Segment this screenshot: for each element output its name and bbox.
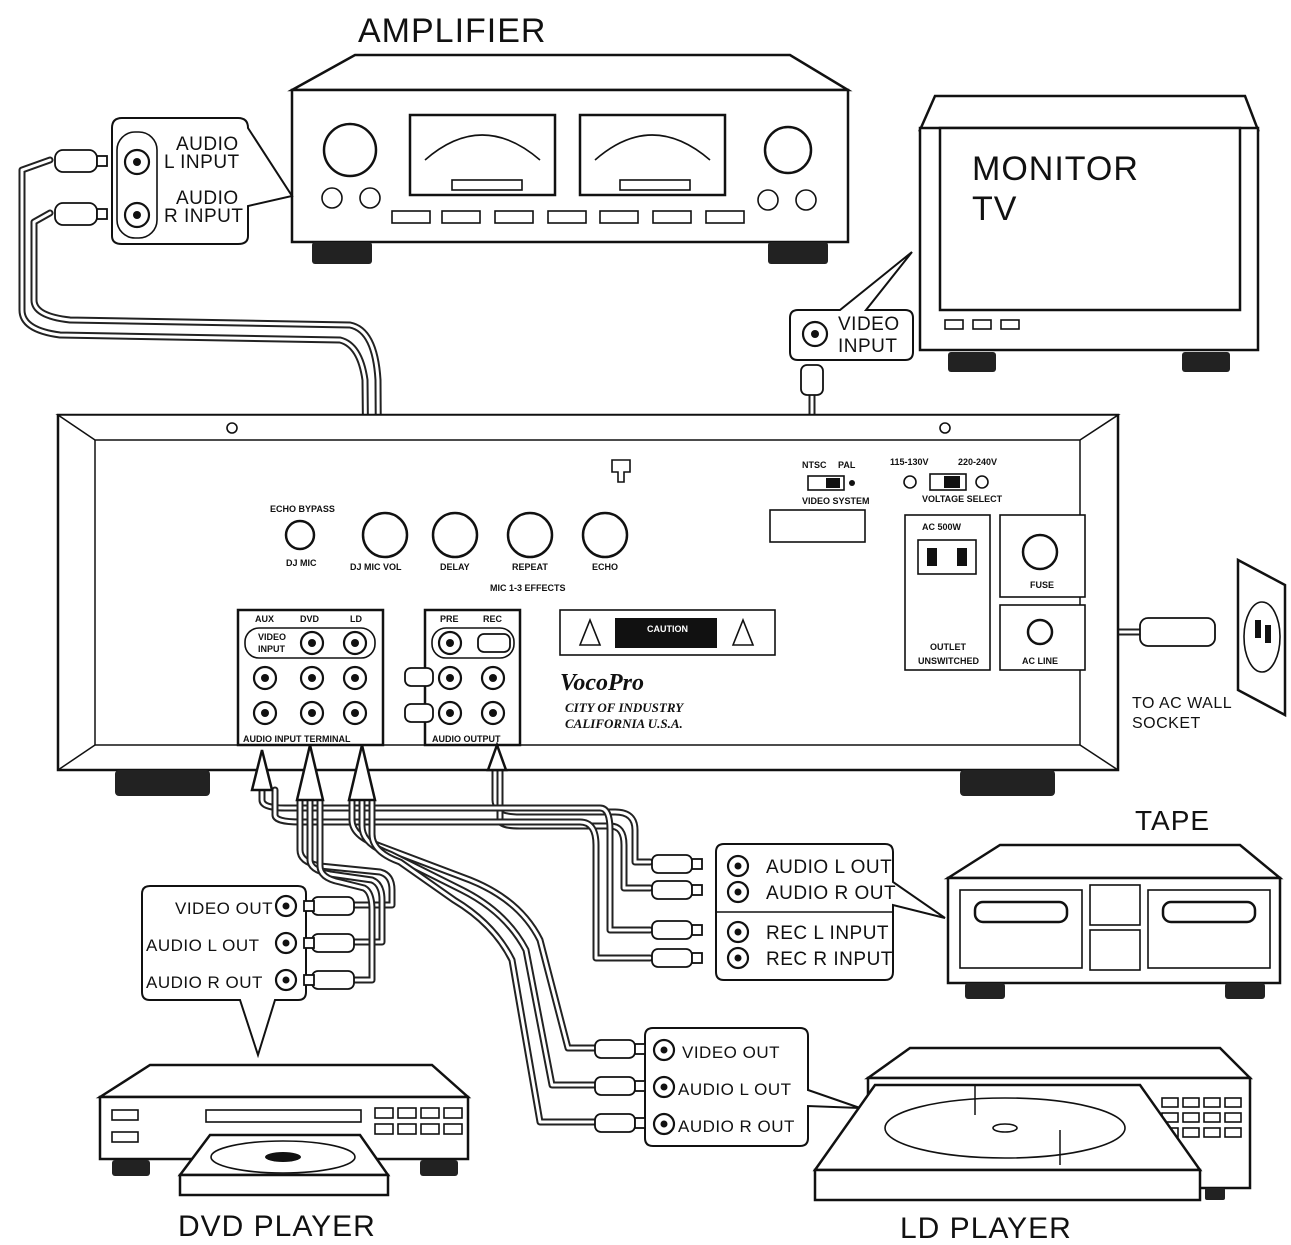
delay-knob [431, 511, 479, 559]
fuse-label: FUSE [1030, 580, 1054, 590]
video-system-switch: NTSC PAL VIDEO SYSTEM [769, 460, 870, 543]
input-col-aux: AUX [255, 614, 274, 624]
tape-audio-l-out: AUDIO L OUT [766, 857, 892, 878]
amp-audio-l-line2: L INPUT [164, 152, 240, 173]
video-input-label-2: INPUT [258, 644, 286, 654]
audio-output-label: AUDIO OUTPUT [432, 734, 501, 744]
voltage-right-label: 220-240V [958, 457, 997, 467]
ld-audio-l-out: AUDIO L OUT [678, 1080, 792, 1099]
monitor-device: MONITOR TV [918, 94, 1260, 372]
amplifier-callout: AUDIO L INPUT AUDIO R INPUT [54, 117, 294, 245]
echo-bypass-label: ECHO BYPASS [270, 504, 335, 514]
amplifier-buttons [391, 210, 745, 224]
ld-callout: VIDEO OUT AUDIO L OUT AUDIO R OUT [594, 1027, 861, 1147]
out-col-pre: PRE [440, 614, 459, 624]
ld-title: LD PLAYER [900, 1212, 1072, 1245]
cable-tape-3-in [260, 788, 652, 932]
amp-audio-l-line1: AUDIO [176, 134, 239, 155]
cable-dvd-right-in [318, 798, 374, 982]
tape-rec-l-input: REC L INPUT [766, 923, 889, 944]
tape-audio-r-out: AUDIO R OUT [766, 883, 896, 904]
caution-text: CAUTION [647, 624, 688, 634]
outlet-label-2: UNSWITCHED [918, 656, 979, 666]
echo-bypass-button [284, 519, 316, 551]
audio-input-terminal-label: AUDIO INPUT TERMINAL [243, 734, 351, 744]
amp-audio-r-line2: R INPUT [164, 206, 244, 227]
dvd-callout: VIDEO OUT AUDIO L OUT AUDIO R OUT [141, 885, 355, 1059]
video-input-label-1: VIDEO [258, 632, 286, 642]
delay-label: DELAY [440, 562, 470, 572]
cable-dvd-left-in [308, 798, 384, 944]
echo-label: ECHO [592, 562, 618, 572]
voltage-select-switch: 115-130V 220-240V VOLTAGE SELECT [890, 457, 1003, 504]
dvd-audio-r-out: AUDIO R OUT [146, 973, 263, 992]
ac-line-label: AC LINE [1022, 656, 1058, 666]
wall-socket-line2: SOCKET [1132, 715, 1201, 732]
voltage-left-label: 115-130V [890, 457, 929, 467]
outlet-label-1: OUTLET [930, 642, 966, 652]
tape-title: TAPE [1135, 805, 1210, 836]
echo-knob [581, 511, 629, 559]
input-col-dvd: DVD [300, 614, 320, 624]
dvd-audio-l-out: AUDIO L OUT [146, 936, 260, 955]
dj-mic-vol-knob [361, 511, 409, 559]
amplifier-title: AMPLIFIER [358, 12, 546, 50]
dvd-device: DVD PLAYER [95, 1063, 472, 1243]
dvd-title: DVD PLAYER [178, 1210, 376, 1243]
caution-label: CAUTION [559, 609, 776, 656]
ac-outlet-label: AC 500W [922, 522, 962, 532]
cable-ld-video-in [350, 798, 597, 1050]
tape-callout: AUDIO L OUT AUDIO R OUT REC L INPUT REC … [651, 843, 946, 981]
ac-section: AC 500W OUTLET UNSWITCHED FUSE AC LINE [904, 514, 1086, 671]
tape-device: TAPE [943, 805, 1284, 999]
monitor-callout: VIDEO INPUT [789, 251, 914, 396]
effects-label: MIC 1-3 EFFECTS [490, 583, 566, 593]
ld-audio-r-out: AUDIO R OUT [678, 1117, 795, 1136]
amp-audio-r-line1: AUDIO [176, 188, 239, 209]
tape-rec-r-input: REC R INPUT [766, 949, 893, 970]
control-knobs: ECHO BYPASS DJ MIC DJ MIC VOL DELAY REPE… [270, 504, 629, 593]
cable-ld-left-in [360, 798, 597, 1087]
monitor-title-2: TV [972, 190, 1017, 228]
video-system-label: VIDEO SYSTEM [802, 496, 870, 506]
tv-video-line1: VIDEO [838, 314, 900, 335]
cable-amp-left-in [20, 158, 407, 678]
input-arrows [250, 741, 508, 802]
main-unit: ECHO BYPASS DJ MIC DJ MIC VOL DELAY REPE… [55, 413, 1121, 796]
cable-dvd-video-in [298, 798, 394, 907]
ld-video-out: VIDEO OUT [682, 1043, 780, 1062]
wall-socket: TO AC WALL SOCKET [1132, 557, 1287, 732]
ld-device: LD PLAYER [812, 1046, 1254, 1245]
tv-video-line2: INPUT [838, 336, 898, 357]
cable-ld-left [358, 796, 599, 1089]
amplifier-device: AMPLIFIER [287, 12, 853, 264]
dvd-video-out: VIDEO OUT [175, 899, 273, 918]
audio-output-terminal: PRE REC AUDIO OUTPUT [404, 608, 522, 747]
cable-ld-right-in [370, 798, 597, 1124]
dj-mic-vol-label: DJ MIC VOL [350, 562, 402, 572]
city-line-2: CALIFORNIA U.S.A. [565, 716, 683, 731]
fuse-holder [1021, 533, 1059, 571]
input-col-ld: LD [350, 614, 362, 624]
repeat-knob [506, 511, 554, 559]
wall-socket-line1: TO AC WALL [1132, 695, 1232, 712]
repeat-label: REPEAT [512, 562, 548, 572]
dj-mic-label: DJ MIC [286, 558, 317, 568]
brand-logo: VocoPro [560, 670, 644, 696]
cable-tape-4-in [273, 788, 652, 960]
monitor-title-1: MONITOR [972, 150, 1139, 188]
dvd-buttons [374, 1107, 463, 1135]
ntsc-label: NTSC [802, 460, 827, 470]
out-col-rec: REC [483, 614, 503, 624]
cable-amp-right-in [32, 211, 407, 715]
city-line-1: CITY OF INDUSTRY [565, 700, 684, 715]
audio-input-terminal: AUX DVD LD VIDEO INPUT AUDIO INPUT TERMI… [236, 608, 385, 747]
voltage-select-label: VOLTAGE SELECT [922, 494, 1003, 504]
ac-line-socket [1026, 618, 1054, 646]
pal-label: PAL [838, 460, 856, 470]
